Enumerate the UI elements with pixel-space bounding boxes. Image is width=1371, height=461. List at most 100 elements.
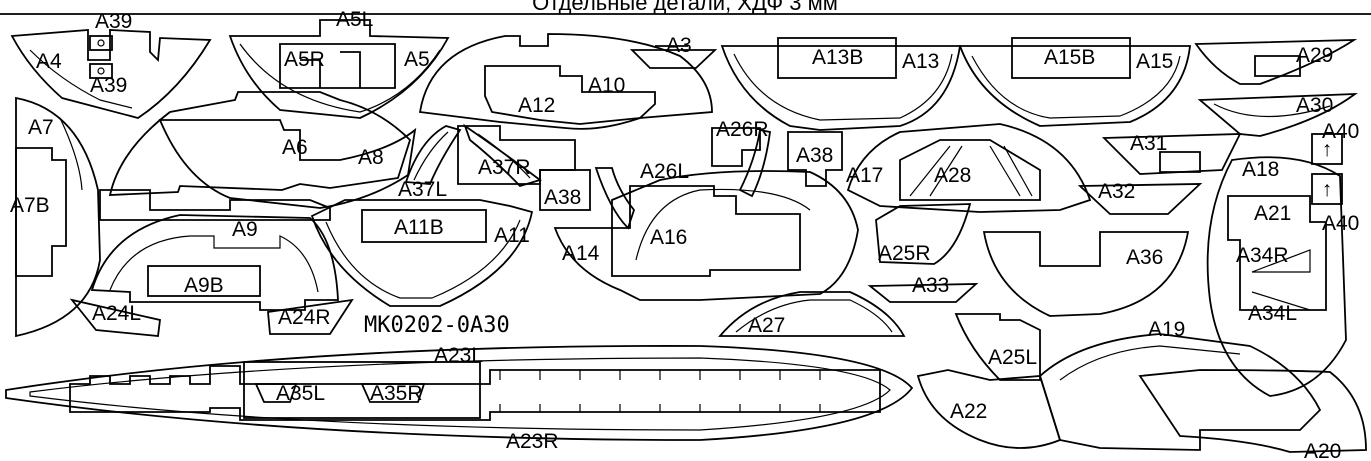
label-a30: A30 (1296, 94, 1333, 117)
label-a18: A18 (1242, 158, 1279, 181)
part-a9b-block (147, 265, 261, 297)
part-a37l-inner (413, 131, 449, 181)
label-a38-left: A38 (544, 186, 581, 209)
label-a9b: A9B (184, 274, 224, 297)
label-a3: A3 (666, 34, 692, 57)
part-a39-hole-top (97, 39, 105, 47)
label-a11: A11 (494, 224, 530, 247)
label-a23r: A23R (506, 430, 559, 453)
label-a33: A33 (912, 274, 949, 297)
part-a15b-block (1011, 37, 1131, 79)
part-a27-inner (735, 299, 893, 333)
part-a29-block (1254, 55, 1301, 77)
part-a25r (875, 203, 972, 265)
label-a5l: A5L (336, 8, 373, 31)
label-a14: A14 (562, 242, 600, 265)
part-a11-outline (310, 199, 534, 307)
label-a24l: A24L (92, 302, 141, 325)
part-a32 (1077, 183, 1203, 215)
label-a13b: A13B (812, 46, 863, 69)
part-a6-outline (108, 91, 412, 196)
part-a10-outline (418, 33, 713, 130)
part-a19-inner (1059, 345, 1241, 381)
label-a34r: A34R (1236, 244, 1289, 267)
label-a37l: A37L (398, 178, 447, 201)
part-a5-inner (239, 43, 441, 113)
label-a5: A5 (404, 48, 430, 71)
label-a16: A16 (650, 226, 687, 249)
part-a14-outline (553, 170, 859, 301)
label-a8: A8 (358, 146, 384, 169)
part-a8-outline (158, 119, 417, 209)
part-a39-bottom (89, 63, 113, 79)
part-a35-frame (243, 361, 481, 419)
part-a40-bottom-arrow: ↑ (1322, 178, 1333, 201)
part-a12-block (484, 65, 656, 125)
part-a13-outline (720, 45, 962, 131)
label-a32: A32 (1098, 180, 1135, 203)
part-a20-outline (1138, 369, 1367, 453)
part-a18-outline (1206, 156, 1347, 397)
label-a12: A12 (518, 94, 555, 117)
part-a5r-block (279, 43, 396, 89)
part-a35r (360, 383, 426, 403)
part-a31-block (1159, 151, 1201, 173)
part-a26l (594, 167, 636, 230)
label-a23l: A23L (434, 344, 483, 367)
label-a36: A36 (1126, 246, 1163, 269)
label-a6: A6 (282, 136, 308, 159)
label-a27: A27 (748, 314, 785, 337)
part-a23-hull-inner (29, 357, 891, 431)
label-a40-top: A40 (1322, 120, 1359, 143)
part-a38-left (539, 169, 591, 211)
part-a28-block (899, 139, 1041, 201)
part-a19-outline (1038, 333, 1322, 451)
label-a17: A17 (846, 164, 883, 187)
part-a16-block (611, 185, 801, 277)
part-a7b-inner (15, 147, 67, 277)
part-a15-outline (958, 45, 1192, 127)
part-a11-inner (325, 219, 521, 299)
label-a39-bottom: A39 (90, 74, 127, 97)
label-a40-bottom: A40 (1322, 212, 1359, 235)
label-a29: A29 (1296, 44, 1333, 67)
part-a24l (69, 298, 161, 337)
label-a15b: A15B (1044, 46, 1095, 69)
part-a33 (867, 283, 979, 303)
part-a4-inner (29, 49, 133, 109)
part-a23-hull-outer (5, 345, 914, 441)
label-a24r: A24R (278, 306, 331, 329)
part-a30-inner (1213, 103, 1331, 118)
part-a37r (463, 123, 542, 188)
label-a5r: A5R (284, 48, 325, 71)
label-a22: A22 (950, 400, 987, 423)
part-a7-rib (59, 117, 83, 191)
label-a28: A28 (934, 164, 971, 187)
label-a25r: A25R (878, 242, 931, 265)
part-a9-inner (109, 235, 319, 293)
sheet-code: MK0202-0A30 (364, 313, 510, 338)
label-a35l: A35L (276, 382, 325, 405)
part-a26r (738, 128, 772, 198)
label-a10: A10 (588, 74, 625, 97)
label-a7: A7 (28, 116, 54, 139)
part-a36-outline (982, 231, 1190, 317)
part-a38-right (787, 131, 843, 187)
part-a28-stripes (909, 145, 1033, 197)
part-a26-block (711, 127, 761, 167)
part-a29 (1194, 39, 1358, 85)
part-a13b-block (777, 37, 897, 79)
label-a39-top: A39 (95, 10, 132, 33)
part-a14-inner (635, 188, 811, 261)
label-a13: A13 (902, 50, 939, 73)
part-a4-outline (10, 29, 212, 119)
part-a35l (254, 383, 298, 403)
label-a4: A4 (36, 50, 62, 73)
part-a13-inner (733, 53, 953, 121)
label-a26l: A26L (640, 160, 689, 183)
part-a22-outline (916, 369, 1062, 449)
part-a30 (1197, 92, 1358, 137)
label-a26r: A26R (716, 118, 769, 141)
part-a7-outline (15, 96, 101, 338)
